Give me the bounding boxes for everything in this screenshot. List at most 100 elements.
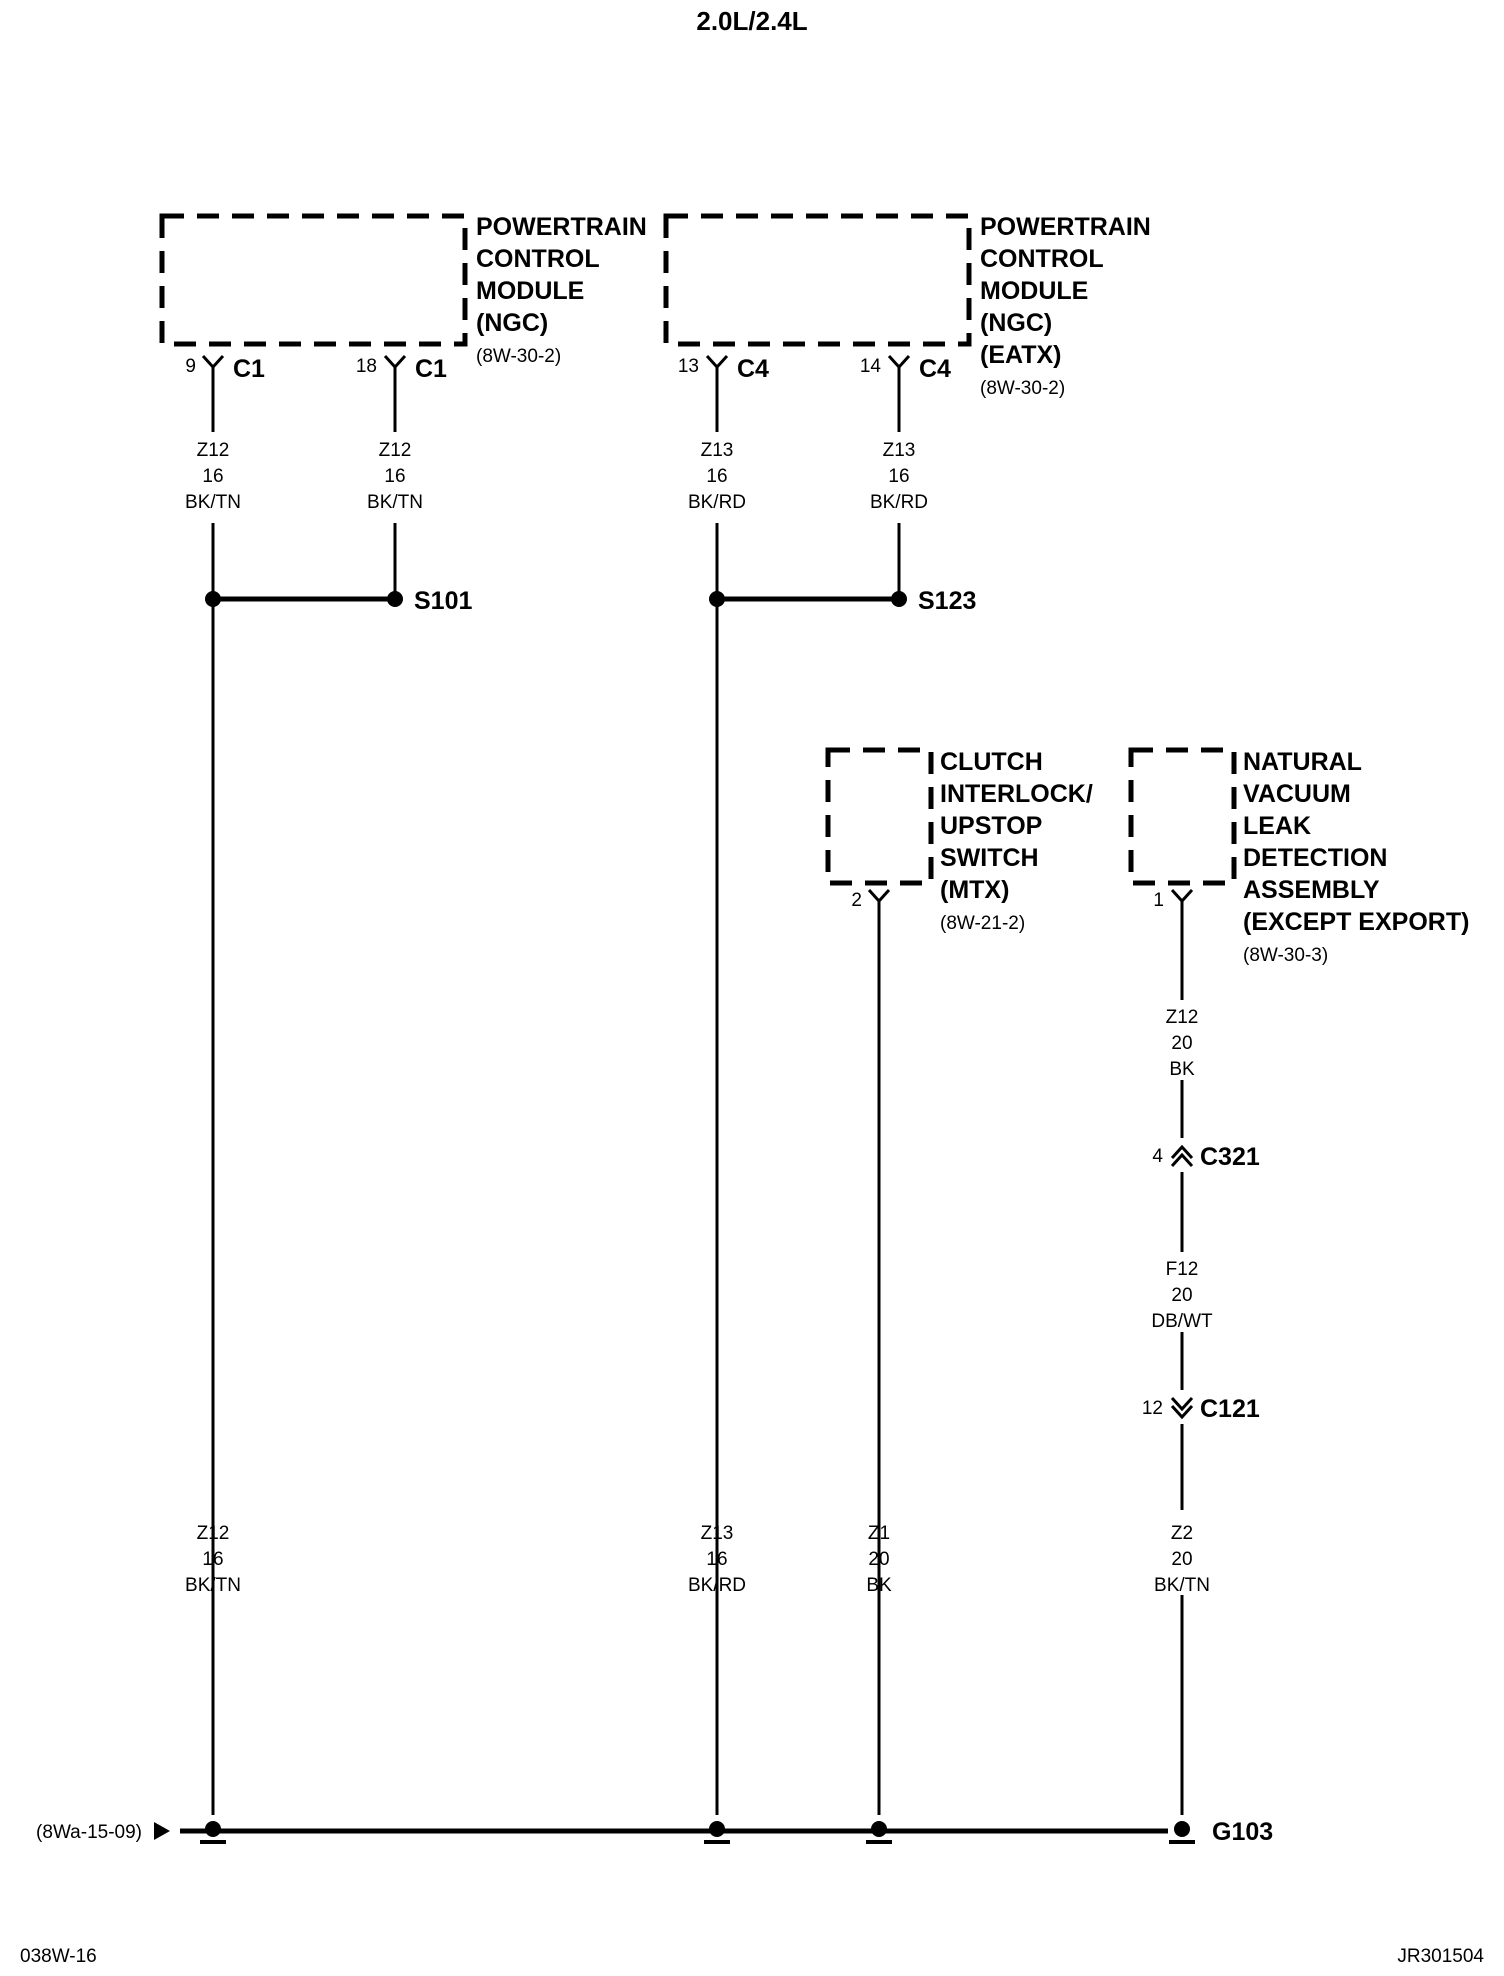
connector-id: C1	[415, 355, 447, 383]
pcm1-label-line: MODULE	[476, 277, 584, 305]
pin-connector: 18 C1	[356, 354, 447, 383]
nvld-label: NATURAL VACUUM LEAK DETECTION ASSEMBLY (…	[1243, 748, 1469, 966]
splice-dot	[205, 591, 221, 607]
wire-label: Z13 16 BK/RD	[870, 440, 928, 513]
nvld-label-line: (EXCEPT EXPORT)	[1243, 908, 1469, 936]
inline-connector-c121: 12 C121	[1142, 1395, 1260, 1423]
nvld-label-line: VACUUM	[1243, 780, 1351, 808]
pcm2-ref: (8W-30-2)	[980, 378, 1065, 399]
wire-label: Z2 20 BK/TN	[1154, 1523, 1210, 1596]
clutch-label-line: SWITCH	[940, 844, 1039, 872]
pcm2-label-line: MODULE	[980, 277, 1088, 305]
wire-gauge: 20	[1171, 1033, 1192, 1054]
connector-id: C321	[1200, 1143, 1260, 1171]
footer-right-code: JR301504	[1397, 1946, 1484, 1967]
wire-label: Z12 16 BK/TN	[367, 440, 423, 513]
wire-gauge: 16	[888, 466, 909, 487]
pin-connector: 1	[1153, 888, 1194, 911]
wire-label: Z13 16 BK/RD	[688, 1523, 746, 1596]
ground-label: G103	[1212, 1818, 1273, 1846]
wire-color: BK/TN	[367, 492, 423, 513]
wire-gauge: 16	[202, 1549, 223, 1570]
nvld-assembly-box	[1128, 747, 1237, 886]
pin-connector: 14 C4	[860, 354, 951, 383]
pcm2-label-line: POWERTRAIN	[980, 213, 1151, 241]
connector-id: C1	[233, 355, 265, 383]
wire-circuit: F12	[1166, 1259, 1199, 1280]
wire-label: Z12 20 BK	[1166, 1007, 1199, 1080]
wire-gauge: 16	[384, 466, 405, 487]
wire-circuit: Z2	[1171, 1523, 1193, 1544]
clutch-label: CLUTCH INTERLOCK/ UPSTOP SWITCH (MTX) (8…	[940, 748, 1093, 934]
pcm2-label-line: (NGC)	[980, 309, 1052, 337]
splice-label: S101	[414, 587, 472, 615]
pcm2-label-line: (EATX)	[980, 341, 1061, 369]
wire-color: BK	[866, 1575, 892, 1596]
wire-color: BK/TN	[1154, 1575, 1210, 1596]
pin-connector: 9 C1	[185, 354, 265, 383]
splice-dot	[387, 591, 403, 607]
pin-connector: 2	[851, 888, 891, 911]
clutch-label-line: INTERLOCK/	[940, 780, 1093, 808]
pin-number: 12	[1142, 1398, 1163, 1419]
ground-eyelet	[1169, 1821, 1195, 1844]
pcm-module-box-2	[663, 213, 972, 347]
wire-color: DB/WT	[1151, 1311, 1213, 1332]
wire-color: BK/RD	[688, 492, 746, 513]
pin-number: 13	[678, 356, 699, 377]
inline-connector-c321: 4 C321	[1152, 1143, 1259, 1171]
clutch-ref: (8W-21-2)	[940, 913, 1025, 934]
wire-color: BK/RD	[688, 1575, 746, 1596]
wire-gauge: 16	[202, 466, 223, 487]
connector-id: C4	[737, 355, 769, 383]
wire-circuit: Z13	[701, 440, 734, 461]
pin-number: 18	[356, 356, 377, 377]
page-title: 2.0L/2.4L	[696, 6, 807, 36]
ground-eyelet	[866, 1821, 892, 1844]
wire-circuit: Z12	[1166, 1007, 1199, 1028]
pin-number: 2	[851, 890, 862, 911]
wire-circuit: Z13	[883, 440, 916, 461]
wire-gauge: 16	[706, 466, 727, 487]
pcm1-ref: (8W-30-2)	[476, 346, 561, 367]
wire-label: F12 20 DB/WT	[1151, 1259, 1213, 1332]
wire-circuit: Z12	[379, 440, 412, 461]
clutch-label-line: (MTX)	[940, 876, 1009, 904]
ground-eyelet	[200, 1821, 226, 1844]
clutch-label-line: CLUTCH	[940, 748, 1043, 776]
nvld-label-line: NATURAL	[1243, 748, 1362, 776]
arrow-right-icon	[154, 1822, 170, 1840]
pin-number: 1	[1153, 890, 1164, 911]
pcm1-label: POWERTRAIN CONTROL MODULE (NGC) (8W-30-2…	[476, 213, 647, 367]
wire-circuit: Z12	[197, 1523, 230, 1544]
wire-label: Z12 16 BK/TN	[185, 1523, 241, 1596]
clutch-switch-box	[825, 747, 934, 886]
clutch-label-line: UPSTOP	[940, 812, 1042, 840]
splice-dot	[709, 591, 725, 607]
wire-gauge: 20	[1171, 1549, 1192, 1570]
wire-circuit: Z12	[197, 440, 230, 461]
connector-id: C4	[919, 355, 951, 383]
wire-circuit: Z13	[701, 1523, 734, 1544]
pcm-module-box-1	[159, 213, 468, 347]
pcm1-label-line: POWERTRAIN	[476, 213, 647, 241]
pin-connector: 13 C4	[678, 354, 769, 383]
nvld-ref: (8W-30-3)	[1243, 945, 1328, 966]
wire-label: Z1 20 BK	[866, 1523, 892, 1596]
pin-number: 14	[860, 356, 882, 377]
connector-id: C121	[1200, 1395, 1260, 1423]
footer-left-code: 038W-16	[20, 1946, 97, 1967]
wire-gauge: 20	[1171, 1285, 1192, 1306]
pcm1-label-line: (NGC)	[476, 309, 548, 337]
wire-label: Z13 16 BK/RD	[688, 440, 746, 513]
splice-label: S123	[918, 587, 976, 615]
splice-dot	[891, 591, 907, 607]
pin-number: 4	[1152, 1146, 1163, 1167]
ground-eyelet	[704, 1821, 730, 1844]
nvld-label-line: LEAK	[1243, 812, 1311, 840]
wire-circuit: Z1	[868, 1523, 890, 1544]
ground-ref: (8Wa-15-09)	[36, 1822, 142, 1843]
wire-color: BK/RD	[870, 492, 928, 513]
pcm1-label-line: CONTROL	[476, 245, 600, 273]
